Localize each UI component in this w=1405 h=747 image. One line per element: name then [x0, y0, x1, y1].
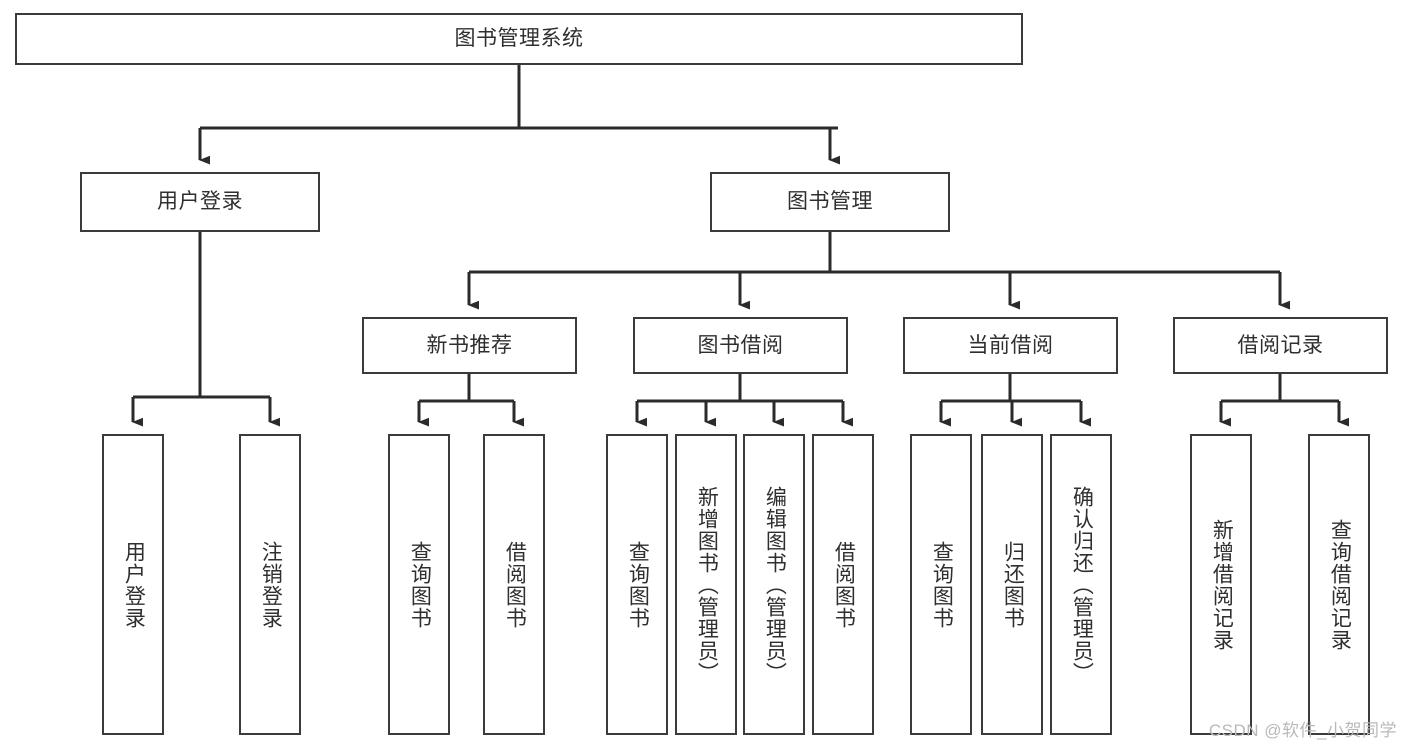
leaf-node[interactable]: 归还图书 — [981, 434, 1043, 735]
leaf-node-label: 归还图书 — [1001, 540, 1025, 629]
connector-new-book-to-leaves — [417, 374, 524, 427]
node-book-borrow[interactable]: 图书借阅 — [633, 317, 848, 374]
node-root-system[interactable]: 图书管理系统 — [15, 13, 1023, 65]
leaf-node-label: 查询借阅记录 — [1328, 518, 1352, 651]
node-current-borrow[interactable]: 当前借阅 — [903, 317, 1118, 374]
connector-current-borrow-to-leaves — [939, 374, 1091, 427]
leaf-node[interactable]: 查询图书 — [388, 434, 450, 735]
leaf-node[interactable]: 查询图书 — [606, 434, 668, 735]
node-borrow-records[interactable]: 借阅记录 — [1173, 317, 1388, 374]
leaf-node[interactable]: 用户登录 — [102, 434, 164, 735]
connector-book-manage-to-level3 — [467, 232, 1290, 310]
leaf-node[interactable]: 编辑图书（管理员） — [743, 434, 805, 735]
node-new-book-recommend[interactable]: 新书推荐 — [362, 317, 577, 374]
connector-records-to-leaves — [1219, 374, 1349, 427]
leaf-node[interactable]: 借阅图书 — [812, 434, 874, 735]
leaf-node[interactable]: 新增图书（管理员） — [675, 434, 737, 735]
leaf-node[interactable]: 借阅图书 — [483, 434, 545, 735]
connector-borrow-to-leaves — [635, 374, 853, 427]
leaf-node-label: 查询图书 — [626, 540, 650, 629]
leaf-node[interactable]: 查询图书 — [910, 434, 972, 735]
connector-root-to-level2 — [198, 65, 840, 165]
leaf-node-label: 借阅图书 — [832, 540, 856, 629]
leaf-node-label: 用户登录 — [122, 540, 146, 629]
leaf-node-label: 查询图书 — [408, 540, 432, 629]
leaf-node-label: 注销登录 — [259, 540, 283, 629]
leaf-node-label: 编辑图书（管理员） — [763, 485, 787, 684]
leaf-node[interactable]: 查询借阅记录 — [1308, 434, 1370, 735]
node-book-management[interactable]: 图书管理 — [710, 172, 950, 232]
leaf-node-label: 确认归还（管理员） — [1070, 485, 1094, 684]
leaf-node[interactable]: 确认归还（管理员） — [1050, 434, 1112, 735]
node-user-login[interactable]: 用户登录 — [80, 172, 320, 232]
leaf-node[interactable]: 新增借阅记录 — [1190, 434, 1252, 735]
leaf-node-label: 借阅图书 — [503, 540, 527, 629]
leaf-node-label: 新增图书（管理员） — [695, 485, 719, 684]
leaf-node-label: 新增借阅记录 — [1210, 518, 1234, 651]
connector-user-login-to-leaves — [131, 232, 280, 427]
leaf-node-label: 查询图书 — [930, 540, 954, 629]
leaf-node[interactable]: 注销登录 — [239, 434, 301, 735]
